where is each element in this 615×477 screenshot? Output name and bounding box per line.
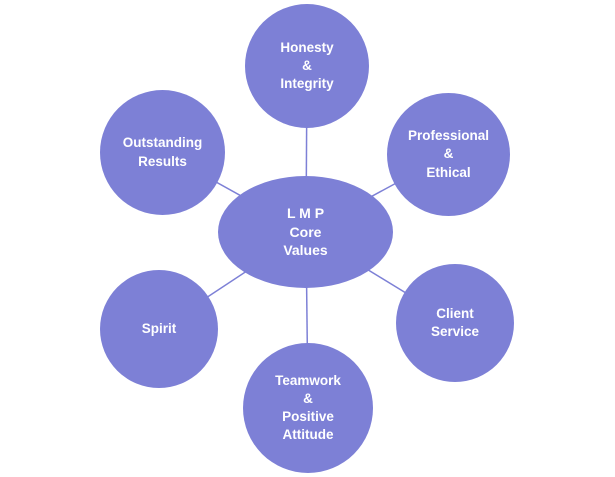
node-label-honesty-integrity: Honesty & Integrity — [280, 39, 334, 92]
node-outstanding-results: Outstanding Results — [100, 90, 225, 215]
node-spirit: Spirit — [100, 270, 218, 388]
node-label-spirit: Spirit — [141, 320, 177, 336]
node-client-service: Client Service — [396, 264, 514, 382]
node-label-professional-ethical: Professional & Ethical — [407, 128, 490, 180]
node-label-outstanding-results: Outstanding Results — [122, 135, 203, 169]
center-ellipse-lmp-core-values: L M P Core Values — [218, 176, 393, 288]
node-honesty-integrity: Honesty & Integrity — [245, 4, 369, 128]
node-label-teamwork-positive-attitude: Teamwork & Positive Attitude — [275, 372, 341, 443]
center-label: L M P Core Values — [283, 204, 328, 259]
node-professional-ethical: Professional & Ethical — [387, 93, 510, 216]
node-teamwork-positive-attitude: Teamwork & Positive Attitude — [243, 343, 373, 473]
node-label-client-service: Client Service — [430, 305, 480, 339]
